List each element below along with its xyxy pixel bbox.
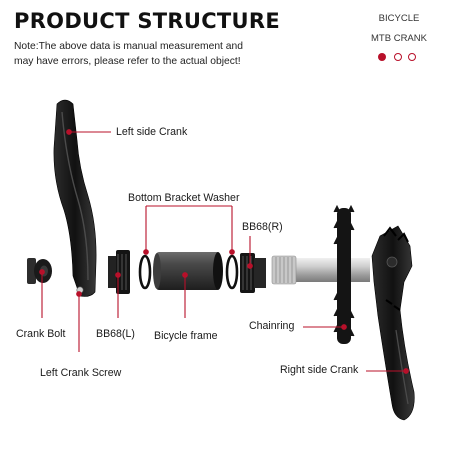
- marker-right-crank: [403, 368, 409, 374]
- bicycle-frame-sleeve: [153, 252, 223, 290]
- note-line-2: may have errors, please refer to the act…: [14, 56, 241, 67]
- label-left-crank-screw: Left Crank Screw: [40, 367, 122, 379]
- page-title: PRODUCT STRUCTURE: [14, 9, 281, 33]
- label-bb68-right: BB68(R): [242, 221, 283, 233]
- label-bb68-left: BB68(L): [96, 328, 135, 340]
- spindle: [271, 255, 370, 285]
- bb-washer-right: [225, 254, 239, 290]
- bb68-left-cup: [108, 250, 130, 294]
- note-line-1: Note:The above data is manual measuremen…: [14, 41, 243, 52]
- label-left-crank: Left side Crank: [116, 126, 188, 138]
- label-chainring: Chainring: [249, 320, 295, 332]
- label-bicycle-frame: Bicycle frame: [154, 330, 218, 342]
- marker-crank-bolt: [39, 269, 45, 275]
- carousel-dot-1[interactable]: [378, 53, 386, 61]
- left-crank-arm: [53, 99, 97, 297]
- product-label: MTB CRANK: [371, 33, 427, 44]
- chainring: [333, 204, 355, 344]
- marker-bb-left: [115, 272, 121, 278]
- disclaimer-note: Note:The above data is manual measuremen…: [14, 39, 264, 69]
- marker-chainring: [341, 324, 347, 330]
- label-bb-washer: Bottom Bracket Washer: [128, 192, 240, 204]
- leader-lines: [39, 129, 409, 374]
- marker-washer-left: [143, 249, 149, 255]
- marker-frame: [182, 272, 188, 278]
- carousel-dot-3[interactable]: [408, 53, 416, 61]
- carousel-dot-2[interactable]: [394, 53, 402, 61]
- marker-left-screw: [76, 291, 82, 297]
- category-label: BICYCLE: [378, 13, 420, 24]
- marker-left-crank: [66, 129, 72, 135]
- bb68-right-cup: [240, 253, 266, 293]
- bb-washer-left: [138, 254, 152, 290]
- marker-bb-right: [247, 263, 253, 269]
- marker-washer-right: [229, 249, 235, 255]
- right-crank-arm: [371, 225, 415, 421]
- label-crank-bolt: Crank Bolt: [16, 328, 66, 340]
- label-right-crank: Right side Crank: [280, 364, 359, 376]
